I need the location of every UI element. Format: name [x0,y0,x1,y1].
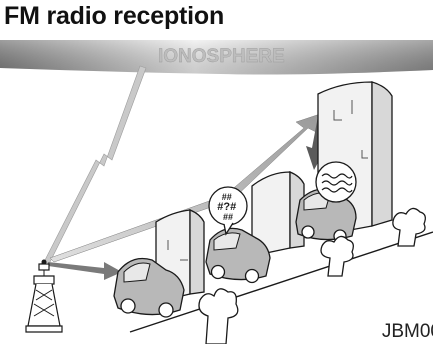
noise-speech-bubble [316,162,356,202]
radio-wave-to-car [48,262,122,280]
figure-code: JBM00 [382,321,433,343]
fm-reception-diagram: IONOSPHERE [0,36,433,344]
tree-front [199,289,238,344]
tree-right [393,208,425,246]
ionosphere-label: IONOSPHERE [158,46,285,67]
diagram-title: FM radio reception [4,2,224,31]
confused-speech-bubble: ## #?# ## [209,187,247,234]
tree-middle [321,236,353,276]
bubble-line-3: ## [223,212,233,222]
radio-tower-icon [26,260,62,333]
